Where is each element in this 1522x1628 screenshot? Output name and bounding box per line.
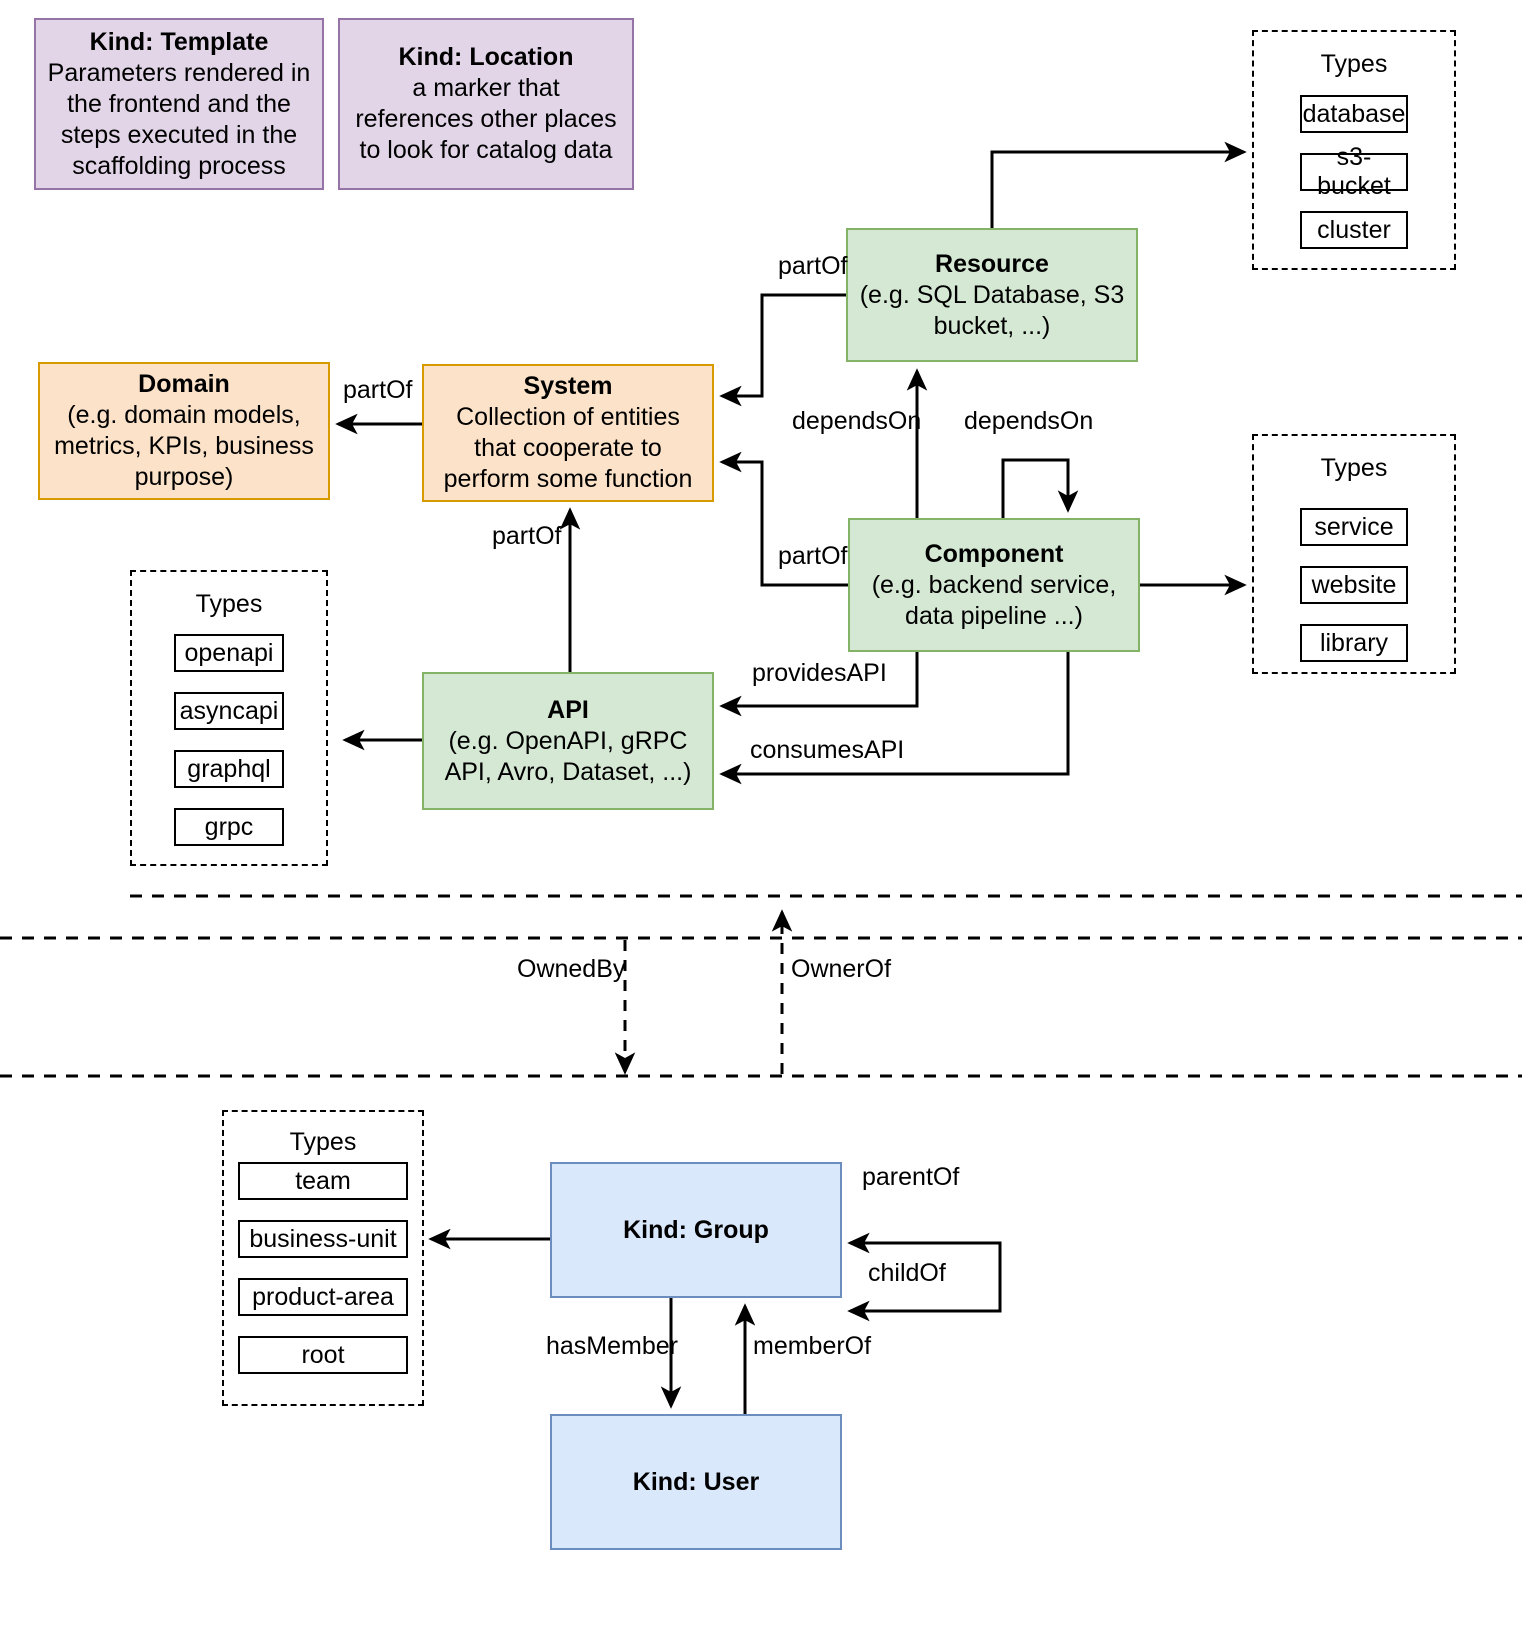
type-chip-grpc-label: grpc [204,812,254,841]
edge-label-api-partof: partOf [492,522,562,550]
types-box-resource-label: Types [1320,50,1388,78]
type-chip-asyncapi[interactable]: asyncapi [174,692,284,730]
node-resource-title: Resource [935,249,1049,278]
types-box-group-label: Types [289,1128,357,1156]
type-chip-database[interactable]: database [1300,95,1408,133]
node-kind-group-title: Kind: Group [623,1215,769,1244]
edge-component-self-dependson [1001,458,1079,518]
node-system-desc: Collection of entities that cooperate to… [443,403,693,493]
type-chip-s3-bucket[interactable]: s3-bucket [1300,143,1408,200]
node-domain-title: Domain [138,370,230,398]
type-chip-service[interactable]: service [1300,508,1408,546]
type-chip-openapi-label: openapi [184,638,274,667]
type-chip-library-label: library [1319,628,1389,657]
edge-label-dependson-self: dependsOn [964,407,1094,435]
edge-label-parent-of: parentOf [862,1163,960,1191]
type-chip-asyncapi-label: asyncapi [179,696,279,725]
edge-label-provides-api: providesAPI [752,659,887,687]
edge-label-system-partof: partOf [343,376,413,404]
edge-resource-to-system [719,293,846,407]
node-kind-template-title: Kind: Template [89,27,269,56]
type-chip-grpc[interactable]: grpc [174,808,284,846]
type-chip-cluster-label: cluster [1317,215,1391,244]
type-chip-business-unit-label: business-unit [249,1224,397,1253]
type-chip-root[interactable]: root [238,1336,408,1374]
type-chip-graphql-label: graphql [187,754,271,783]
node-kind-location-title: Kind: Location [398,43,574,71]
node-component-desc: (e.g. backend service, data pipeline ...… [871,570,1117,630]
edge-label-owned-by: OwnedBy [517,955,626,983]
node-api-desc: (e.g. OpenAPI, gRPC API, Avro, Dataset, … [444,726,692,786]
node-kind-template-desc: Parameters rendered in the frontend and … [47,58,311,180]
node-domain[interactable]: Domain (e.g. domain models, metrics, KPI… [38,362,330,500]
node-system[interactable]: System Collection of entities that coope… [422,364,714,502]
type-chip-library[interactable]: library [1300,624,1408,662]
node-resource-desc: (e.g. SQL Database, S3 bucket, ...) [859,280,1125,340]
type-chip-team-label: team [295,1166,351,1195]
edge-label-child-of: childOf [868,1259,946,1287]
node-kind-group[interactable]: Kind: Group [550,1162,842,1298]
node-kind-template[interactable]: Kind: Template Parameters rendered in th… [34,18,324,190]
node-component-title: Component [924,539,1064,568]
type-chip-product-area-label: product-area [252,1282,394,1311]
type-chip-product-area[interactable]: product-area [238,1278,408,1316]
node-domain-desc: (e.g. domain models, metrics, KPIs, busi… [54,401,314,491]
type-chip-website-label: website [1311,570,1397,599]
edge-label-consumes-api: consumesAPI [750,736,905,764]
node-component[interactable]: Component (e.g. backend service, data pi… [848,518,1140,652]
types-box-resource: Types [1252,30,1456,270]
type-chip-website[interactable]: website [1300,566,1408,604]
type-chip-cluster[interactable]: cluster [1300,211,1408,249]
type-chip-database-label: database [1302,99,1406,128]
type-chip-graphql[interactable]: graphql [174,750,284,788]
types-box-component-label: Types [1320,454,1388,482]
edge-label-dependson-resource: dependsOn [792,407,922,435]
edge-label-component-partof: partOf [778,542,848,570]
types-box-api-label: Types [195,590,263,618]
node-api-title: API [547,695,589,724]
type-chip-s3-bucket-label: s3-bucket [1317,143,1391,200]
node-api[interactable]: API (e.g. OpenAPI, gRPC API, Avro, Datas… [422,672,714,810]
type-chip-business-unit[interactable]: business-unit [238,1220,408,1258]
type-chip-team[interactable]: team [238,1162,408,1200]
node-kind-user[interactable]: Kind: User [550,1414,842,1550]
type-chip-service-label: service [1314,512,1394,541]
node-resource[interactable]: Resource (e.g. SQL Database, S3 bucket, … [846,228,1138,362]
edge-resource-to-types [990,141,1247,228]
edge-label-resource-partof: partOf [778,252,848,280]
edge-label-has-member: hasMember [546,1332,678,1360]
edge-label-owner-of: OwnerOf [791,955,892,983]
edge-label-member-of: memberOf [753,1332,872,1360]
node-system-title: System [523,372,613,400]
node-kind-location-desc: a marker that references other places to… [355,74,617,164]
types-box-component: Types [1252,434,1456,674]
types-box-api: Types [130,570,328,866]
type-chip-openapi[interactable]: openapi [174,634,284,672]
type-chip-root-label: root [301,1340,345,1369]
node-kind-user-title: Kind: User [632,1467,760,1496]
types-box-group: Types [222,1110,424,1406]
node-kind-location[interactable]: Kind: Location a marker that references … [338,18,634,190]
